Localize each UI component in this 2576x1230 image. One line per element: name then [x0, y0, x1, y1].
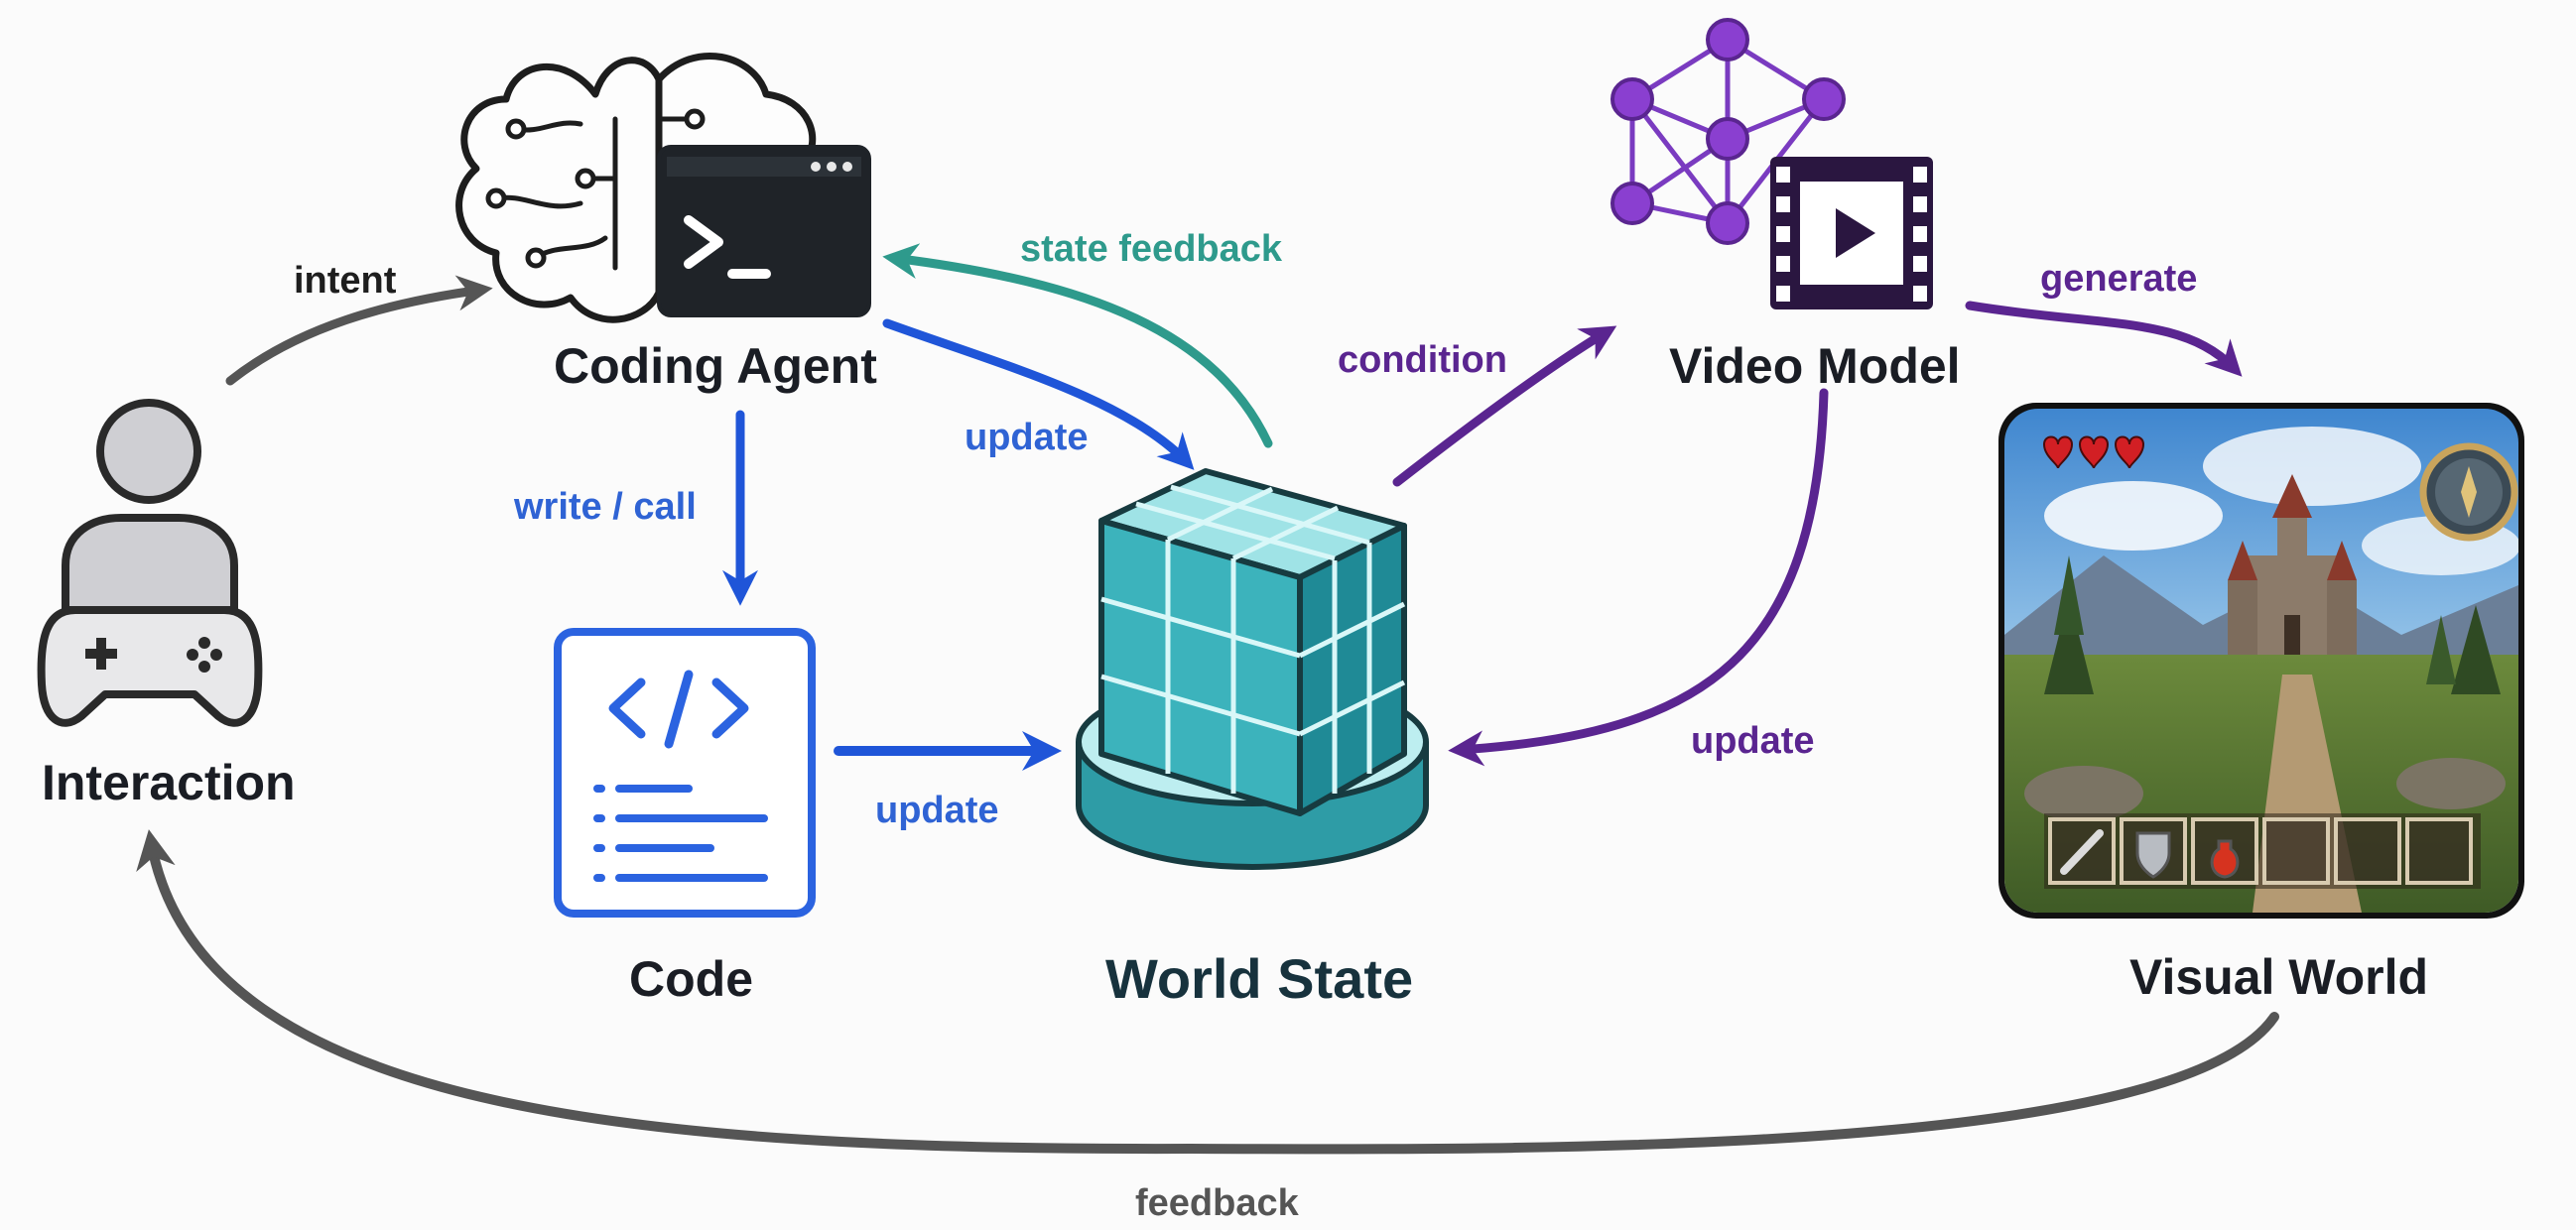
- state-feedback-arrow: [882, 243, 1273, 448]
- agent-update-edge-label: update: [965, 417, 1089, 458]
- intent-arrow: [225, 275, 493, 386]
- generate-edge-label: generate: [2040, 258, 2198, 300]
- condition-edge-label: condition: [1338, 339, 1507, 381]
- code-document-icon: [554, 628, 816, 918]
- video-update-arrow: [1448, 388, 1829, 767]
- gamer-controller-icon: [37, 399, 263, 727]
- cube-pedestal-icon: [1076, 468, 1429, 870]
- coding-agent-label: Coding Agent: [554, 338, 877, 394]
- code-label: Code: [629, 951, 753, 1007]
- feedback-edge-label: feedback: [1135, 1182, 1299, 1224]
- condition-arrow: [1392, 325, 1617, 487]
- feedback-arrow: [136, 829, 2279, 1155]
- world-state-label: World State: [1105, 947, 1414, 1010]
- video-model-label: Video Model: [1669, 338, 1961, 394]
- brain-terminal-icon: [455, 53, 871, 323]
- agent-update-arrow: [882, 318, 1195, 470]
- state-feedback-edge-label: state feedback: [1020, 228, 1283, 270]
- write-call-edge-label: write / call: [514, 486, 697, 528]
- video-update-edge-label: update: [1691, 720, 1815, 762]
- game-screenshot-icon: [1998, 403, 2524, 919]
- intent-edge-label: intent: [294, 260, 397, 302]
- generate-arrow: [1965, 301, 2243, 377]
- code-update-edge-label: update: [875, 790, 999, 831]
- visual-world-label: Visual World: [2129, 949, 2429, 1005]
- neural-network-video-icon: [1610, 18, 1933, 309]
- interaction-label: Interaction: [42, 755, 296, 810]
